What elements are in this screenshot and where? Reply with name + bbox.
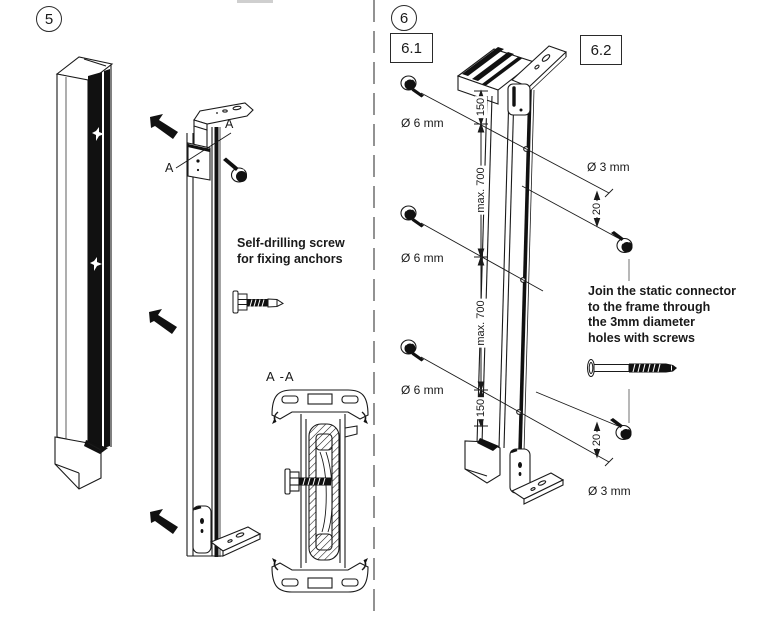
arrow-icon bbox=[150, 509, 178, 534]
substep-6-1-box: 6.1 bbox=[390, 33, 433, 63]
clip-mark-icon bbox=[92, 127, 104, 141]
dia6-label-middle: Ø 6 mm bbox=[401, 251, 444, 265]
dim-150-bottom: 150 bbox=[475, 396, 487, 420]
self-drilling-note: Self-drilling screw for fixing anchors bbox=[237, 236, 345, 266]
section-view-title: A -A bbox=[266, 369, 295, 384]
join-connector-note: Join the static connector to the frame t… bbox=[588, 284, 736, 345]
screw-head-icon bbox=[400, 75, 424, 98]
step6-number: 6 bbox=[399, 9, 409, 27]
screw-head-icon bbox=[223, 157, 248, 183]
self-drilling-screw-icon bbox=[232, 290, 284, 314]
screw-head-icon bbox=[611, 231, 633, 254]
anchor-screws bbox=[400, 75, 614, 467]
dia6-label-top: Ø 6 mm bbox=[401, 116, 444, 130]
step5-number: 5 bbox=[44, 10, 54, 28]
section-a-label-bottom: A bbox=[165, 161, 174, 175]
dim-20-top: 20 bbox=[591, 200, 603, 218]
dia3-label-bottom: Ø 3 mm bbox=[588, 484, 631, 498]
connector-screws bbox=[521, 185, 633, 459]
page-edge-artifact bbox=[237, 0, 273, 3]
substep-6-1-label: 6.1 bbox=[401, 39, 422, 57]
post-drawing-step5 bbox=[175, 102, 262, 557]
dim-max700-upper: max. 700 bbox=[475, 165, 487, 215]
step5-number-badge: 5 bbox=[36, 6, 62, 32]
dia3-label-top: Ø 3 mm bbox=[587, 160, 630, 174]
section-a-label-top: A bbox=[225, 117, 234, 131]
frame-profile-drawing bbox=[54, 56, 114, 490]
screw-head-icon bbox=[400, 339, 424, 362]
dim-max700-lower: max. 700 bbox=[475, 298, 487, 348]
screw-head-icon bbox=[610, 418, 632, 441]
step6-number-badge: 6 bbox=[391, 5, 417, 31]
dim-150-top: 150 bbox=[475, 95, 487, 119]
arrow-icon bbox=[149, 309, 177, 334]
arrow-icon bbox=[150, 114, 178, 139]
cross-section-detail bbox=[271, 389, 369, 593]
substep-6-2-label: 6.2 bbox=[590, 41, 612, 59]
clip-mark-icon bbox=[90, 257, 102, 271]
dia6-label-bottom: Ø 6 mm bbox=[401, 383, 444, 397]
substep-6-2-box: 6.2 bbox=[580, 35, 622, 65]
screw-head-icon bbox=[400, 205, 424, 228]
fixing-screw-icon bbox=[587, 359, 677, 377]
dim-20-bottom: 20 bbox=[591, 431, 603, 449]
post-drawing-step6 bbox=[456, 45, 568, 505]
